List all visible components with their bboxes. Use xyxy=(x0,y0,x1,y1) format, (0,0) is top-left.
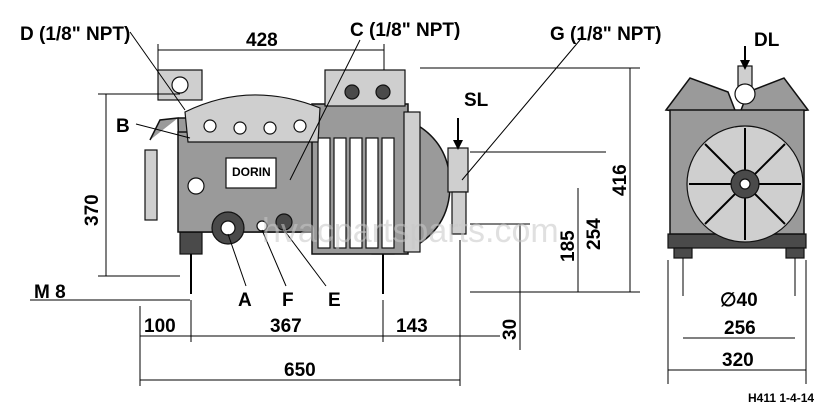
label-f: F xyxy=(282,290,294,311)
front-flange xyxy=(144,149,158,221)
nameplate xyxy=(225,157,277,189)
label-e: E xyxy=(328,290,341,311)
dim-256: 256 xyxy=(724,318,756,339)
label-g-port: G (1/8" NPT) xyxy=(550,24,661,45)
drawing-code: H411 1-4-14 xyxy=(748,391,814,405)
dim-320: 320 xyxy=(722,350,754,371)
brand-plate-text: DORIN xyxy=(232,165,271,179)
dimension-lines xyxy=(30,31,807,386)
label-sl: SL xyxy=(464,90,489,111)
terminal-box xyxy=(324,69,406,107)
watermark: hvacpartsparts.com xyxy=(262,212,559,250)
end-view xyxy=(664,46,810,296)
cylinder-head xyxy=(184,94,321,143)
label-m8: M 8 xyxy=(34,282,66,303)
dim-367: 367 xyxy=(270,316,302,337)
sight-glass xyxy=(187,177,205,195)
dim-143: 143 xyxy=(396,316,428,337)
dim-185: 185 xyxy=(558,230,579,262)
suction-valve xyxy=(447,147,469,193)
dim-30: 30 xyxy=(500,319,521,340)
dim-650: 650 xyxy=(284,360,316,381)
motor-fins xyxy=(317,137,395,249)
dim-370: 370 xyxy=(82,194,103,226)
side-view: DORIN xyxy=(144,69,469,294)
front-foot xyxy=(179,231,203,255)
label-b: B xyxy=(116,116,130,137)
dim-428: 428 xyxy=(246,30,278,51)
rear-flange xyxy=(403,111,421,253)
dim-254: 254 xyxy=(584,218,605,250)
label-c-port: C (1/8" NPT) xyxy=(350,20,460,41)
dim-100: 100 xyxy=(144,316,176,337)
label-dl: DL xyxy=(754,30,780,51)
label-d-port: D (1/8" NPT) xyxy=(20,24,130,45)
suction-pipe xyxy=(451,191,467,235)
head-bolts xyxy=(203,119,307,135)
dim-40: ∅40 xyxy=(720,290,758,311)
dim-416: 416 xyxy=(610,164,631,196)
label-a: A xyxy=(238,290,252,311)
